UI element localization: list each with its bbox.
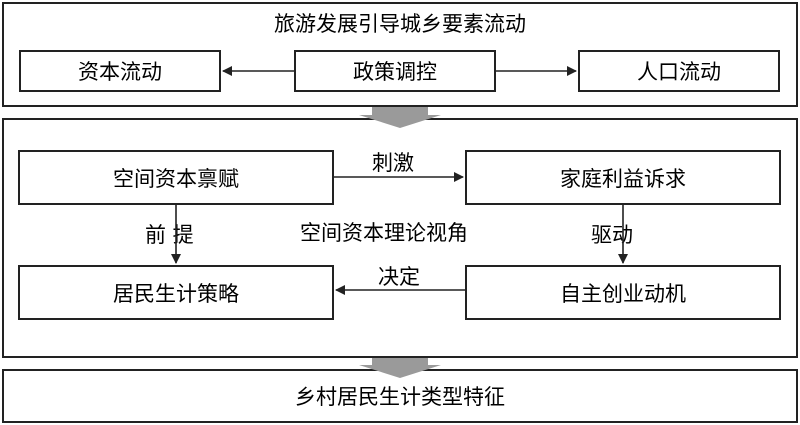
spatial-capital-box: 空间资本禀赋 xyxy=(18,150,334,205)
spatial-capital-label: 空间资本禀赋 xyxy=(113,166,239,191)
household-interest-box: 家庭利益诉求 xyxy=(465,150,781,205)
policy-control-label: 政策调控 xyxy=(353,60,437,84)
household-interest-label: 家庭利益诉求 xyxy=(560,166,686,191)
top-section-title: 旅游发展引导城乡要素流动 xyxy=(274,12,526,36)
population-flow-box: 人口流动 xyxy=(578,50,780,92)
livelihood-strategy-box: 居民生计策略 xyxy=(18,265,334,320)
bottom-section-frame xyxy=(2,369,798,423)
population-flow-label: 人口流动 xyxy=(637,60,721,84)
drive-label: 驱动 xyxy=(591,223,633,247)
policy-control-box: 政策调控 xyxy=(294,50,496,92)
premise-label: 前 提 xyxy=(145,223,194,247)
entrepreneurship-motive-box: 自主创业动机 xyxy=(465,265,781,320)
capital-flow-label: 资本流动 xyxy=(78,60,162,84)
entrepreneurship-motive-label: 自主创业动机 xyxy=(560,281,686,306)
livelihood-strategy-label: 居民生计策略 xyxy=(113,281,239,306)
bottom-section-title: 乡村居民生计类型特征 xyxy=(295,385,505,409)
capital-flow-box: 资本流动 xyxy=(19,50,221,92)
decide-label: 决定 xyxy=(378,265,420,289)
spatial-capital-theory-label: 空间资本理论视角 xyxy=(300,221,468,245)
stimulate-label: 刺激 xyxy=(372,151,414,175)
